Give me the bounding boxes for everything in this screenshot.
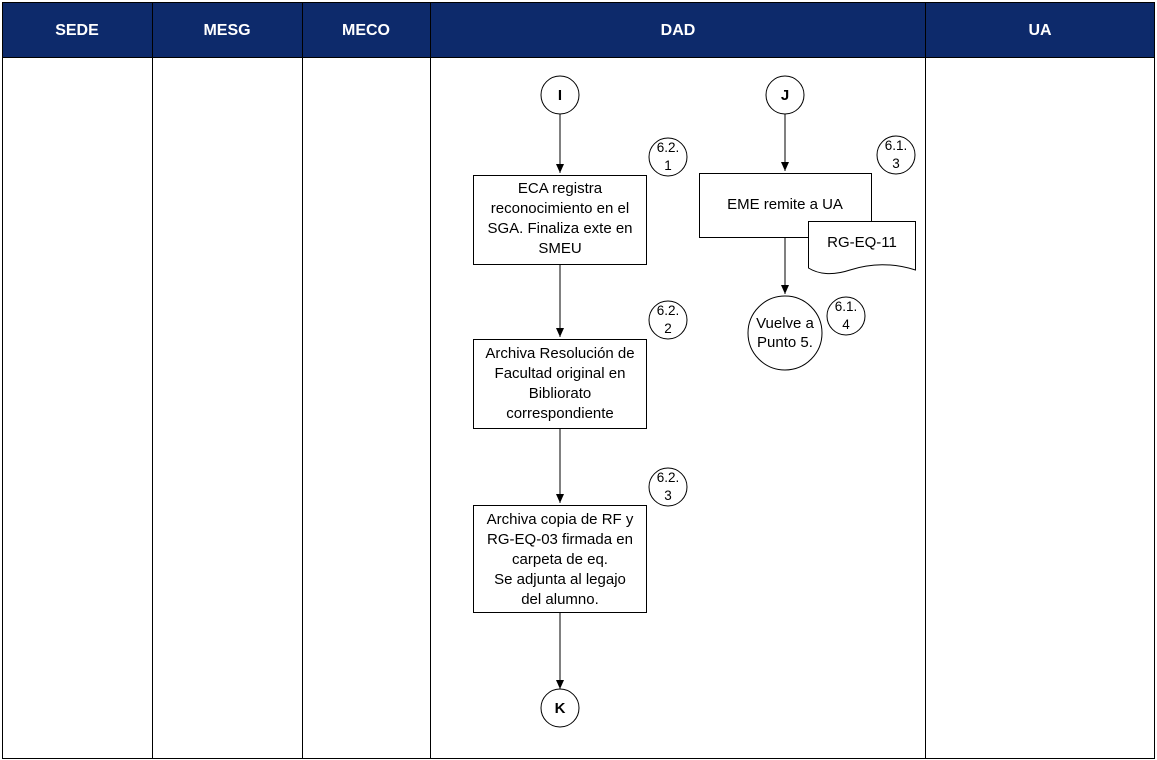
connector-k: K bbox=[540, 688, 580, 728]
lane-header-ua bbox=[925, 2, 1155, 57]
connector-i-label: I bbox=[558, 87, 562, 104]
process-6-2-1-box bbox=[473, 175, 647, 265]
lane-header-dad bbox=[430, 2, 925, 57]
ref-6-2-3: 6.2. 3 bbox=[648, 467, 688, 507]
lane-title-sede: SEDE bbox=[55, 22, 99, 39]
lane-title-ua: UA bbox=[1028, 22, 1052, 39]
ref-6-2-1: 6.2. 1 bbox=[648, 137, 688, 177]
ref-6-2-1-line: 6.2. bbox=[657, 140, 680, 155]
connector-i-circle bbox=[540, 75, 580, 115]
ref-6-1-3: 6.1. 3 bbox=[876, 135, 916, 175]
process-6-2-1: ECA registra reconocimiento en el SGA. F… bbox=[473, 175, 647, 265]
terminal-line: Vuelve a bbox=[756, 315, 814, 332]
ref-6-2-1-circle bbox=[648, 137, 688, 177]
lane-title-meco: MECO bbox=[342, 22, 390, 39]
lane-title-dad: DAD bbox=[661, 22, 696, 39]
process-6-2-2-line: correspondiente bbox=[506, 405, 614, 422]
process-6-1-3-line: EME remite a UA bbox=[727, 196, 843, 213]
ref-6-1-4-circle bbox=[826, 296, 866, 336]
ref-6-2-2-line: 2 bbox=[664, 321, 672, 336]
connector-k-circle bbox=[540, 688, 580, 728]
ref-6-2-3-line: 3 bbox=[664, 488, 672, 503]
document-rg-eq-11: RG-EQ-11 bbox=[808, 221, 916, 275]
connector-i: I bbox=[540, 75, 580, 115]
process-6-2-1-line: reconocimiento en el bbox=[491, 200, 629, 217]
lane-header-sede bbox=[2, 2, 152, 57]
process-6-2-2-line: Facultad original en bbox=[495, 365, 626, 382]
document-shape bbox=[808, 221, 916, 275]
lane-headers: SEDE MESG MECO DAD UA bbox=[2, 2, 1155, 57]
ref-6-1-4-line: 6.1. bbox=[835, 299, 858, 314]
lane-header-mesg bbox=[152, 2, 302, 57]
flow-arrows bbox=[556, 114, 789, 689]
ref-6-1-3-line: 3 bbox=[892, 156, 900, 171]
process-6-2-1-line: ECA registra bbox=[518, 180, 603, 197]
lane-header-meco bbox=[302, 2, 430, 57]
process-6-2-2-line: Bibliorato bbox=[529, 385, 592, 402]
process-6-2-3-box bbox=[473, 505, 647, 613]
process-6-2-1-line: SGA. Finaliza exte en bbox=[487, 220, 632, 237]
lane-title-mesg: MESG bbox=[203, 22, 250, 39]
ref-6-2-3-line: 6.2. bbox=[657, 470, 680, 485]
document-label: RG-EQ-11 bbox=[827, 234, 897, 251]
process-6-2-3: Archiva copia de RF y RG-EQ-03 firmada e… bbox=[473, 505, 647, 613]
process-6-2-2: Archiva Resolución de Facultad original … bbox=[473, 339, 647, 429]
terminal-return: Vuelve a Punto 5. bbox=[747, 295, 823, 371]
process-6-2-3-line: carpeta de eq. bbox=[512, 551, 608, 568]
process-6-2-3-line: Se adjunta al legajo bbox=[494, 571, 626, 588]
ref-6-2-2-line: 6.2. bbox=[657, 303, 680, 318]
ref-6-2-1-line: 1 bbox=[664, 158, 672, 173]
ref-6-1-4: 6.1. 4 bbox=[826, 296, 866, 336]
process-6-2-2-box bbox=[473, 339, 647, 429]
ref-6-2-2-circle bbox=[648, 300, 688, 340]
connector-k-label: K bbox=[555, 700, 566, 717]
terminal-line: Punto 5. bbox=[757, 334, 813, 351]
connector-j: J bbox=[765, 75, 805, 115]
ref-6-1-3-circle bbox=[876, 135, 916, 175]
terminal-circle bbox=[747, 295, 823, 371]
ref-6-1-4-line: 4 bbox=[842, 317, 850, 332]
process-6-2-3-line: Archiva copia de RF y bbox=[487, 511, 634, 528]
process-6-2-3-line: del alumno. bbox=[521, 591, 599, 608]
process-6-2-1-line: SMEU bbox=[538, 240, 581, 257]
ref-6-1-3-line: 6.1. bbox=[885, 138, 908, 153]
process-6-2-2-line: Archiva Resolución de bbox=[485, 345, 634, 362]
ref-6-2-2: 6.2. 2 bbox=[648, 300, 688, 340]
process-6-2-3-line: RG-EQ-03 firmada en bbox=[487, 531, 633, 548]
ref-6-2-3-circle bbox=[648, 467, 688, 507]
connector-j-label: J bbox=[781, 87, 789, 104]
connector-j-circle bbox=[765, 75, 805, 115]
